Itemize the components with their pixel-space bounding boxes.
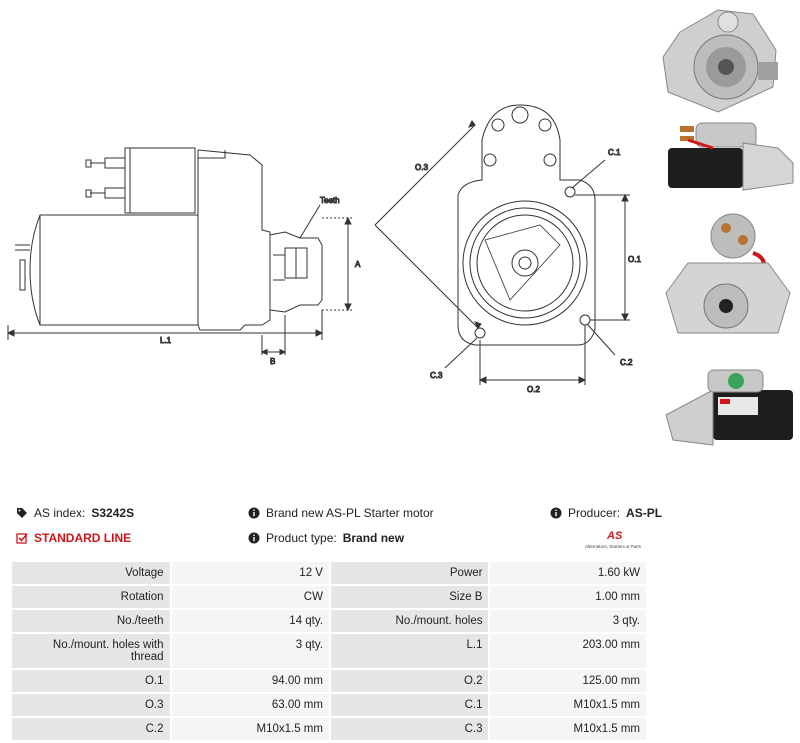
product-info: AS index: S3242S STANDARD LINE Brand new… (0, 500, 800, 560)
spec-value: 63.00 mm (169, 692, 331, 718)
table-row: Voltage 12 V Power 1.60 kW (10, 560, 648, 586)
spec-key: L.1 (328, 632, 491, 670)
dimension-o3-label: O.3 (415, 163, 428, 172)
technical-drawing: Teeth A L.1 B O.3 C.1 O.1 C.2 C.3 O.2 (6, 104, 642, 395)
logo-subtext: Alternators, Starters & Parts (585, 544, 642, 549)
spec-value: M10x1.5 mm (488, 692, 648, 718)
spec-value: M10x1.5 mm (169, 716, 331, 742)
spec-key: O.1 (10, 668, 172, 694)
spec-key: Size B (328, 584, 491, 610)
info-icon (248, 532, 260, 544)
spec-key: C.3 (328, 716, 491, 742)
spec-key: C.2 (10, 716, 172, 742)
as-pl-logo: AS Alternators, Starters & Parts (585, 530, 653, 552)
dimension-a-label: A (355, 260, 361, 269)
spec-value: 94.00 mm (169, 668, 331, 694)
info-icon (550, 507, 562, 519)
logo-text: AS (607, 530, 623, 542)
spec-value: CW (169, 584, 331, 610)
product-photo-angle[interactable] (658, 208, 800, 348)
table-row: No./mount. holes with thread 3 qty. L.1 … (10, 632, 648, 670)
dimension-b-label: B (270, 357, 275, 366)
teeth-label: Teeth (320, 196, 340, 205)
dimension-c3-label: C.3 (430, 371, 443, 380)
table-row: O.3 63.00 mm C.1 M10x1.5 mm (10, 692, 648, 718)
producer: Producer: AS-PL (550, 506, 662, 520)
spec-key: O.2 (328, 668, 491, 694)
spec-value: 203.00 mm (488, 632, 648, 670)
product-type-label: Product type: (266, 531, 337, 545)
spec-value: 1.60 kW (488, 560, 648, 586)
as-index-label: AS index: (34, 506, 86, 520)
description-text: Brand new AS-PL Starter motor (266, 506, 434, 520)
producer-label: Producer: (568, 506, 621, 520)
spec-key: Voltage (10, 560, 172, 586)
side-view-drawing (6, 147, 352, 356)
dimension-o2-label: O.2 (527, 385, 540, 394)
standard-line-label: STANDARD LINE (34, 531, 132, 545)
spec-value: M10x1.5 mm (488, 716, 648, 742)
dimension-l1-label: L.1 (160, 336, 172, 345)
spec-key: No./teeth (10, 608, 172, 634)
spec-key: No./mount. holes with thread (10, 632, 172, 670)
table-row: O.1 94.00 mm O.2 125.00 mm (10, 668, 648, 694)
spec-value: 12 V (169, 560, 331, 586)
spec-value: 1.00 mm (488, 584, 648, 610)
spec-value: 125.00 mm (488, 668, 648, 694)
spec-value: 3 qty. (488, 608, 648, 634)
standard-line: STANDARD LINE (16, 531, 131, 545)
front-view-drawing (374, 104, 630, 385)
spec-value: 14 qty. (169, 608, 331, 634)
spec-key: No./mount. holes (328, 608, 491, 634)
spec-key: Rotation (10, 584, 172, 610)
specifications-table: Voltage 12 V Power 1.60 kW Rotation CW S… (10, 560, 648, 742)
dimension-c1-label: C.1 (608, 148, 621, 157)
spec-key: C.1 (328, 692, 491, 718)
producer-value: AS-PL (626, 506, 663, 520)
product-type: Product type: Brand new (248, 531, 404, 545)
spec-value: 3 qty. (169, 632, 331, 670)
product-photo-side[interactable] (658, 118, 800, 203)
table-row: C.2 M10x1.5 mm C.3 M10x1.5 mm (10, 716, 648, 742)
product-photos (658, 0, 800, 470)
product-type-value: Brand new (342, 531, 405, 545)
dimension-c2-label: C.2 (620, 358, 633, 367)
table-row: No./teeth 14 qty. No./mount. holes 3 qty… (10, 608, 648, 634)
tag-icon (17, 508, 27, 518)
product-description: Brand new AS-PL Starter motor (248, 506, 434, 520)
spec-key: Power (328, 560, 491, 586)
product-photo-front[interactable] (658, 2, 800, 114)
checkbox-icon (16, 533, 28, 544)
as-index-value: S3242S (91, 506, 135, 520)
table-row: Rotation CW Size B 1.00 mm (10, 584, 648, 610)
spec-key: O.3 (10, 692, 172, 718)
dimension-o1-label: O.1 (628, 255, 641, 264)
product-photo-labelled[interactable] (658, 355, 800, 455)
as-index: AS index: S3242S (16, 506, 134, 520)
info-icon (248, 507, 260, 519)
